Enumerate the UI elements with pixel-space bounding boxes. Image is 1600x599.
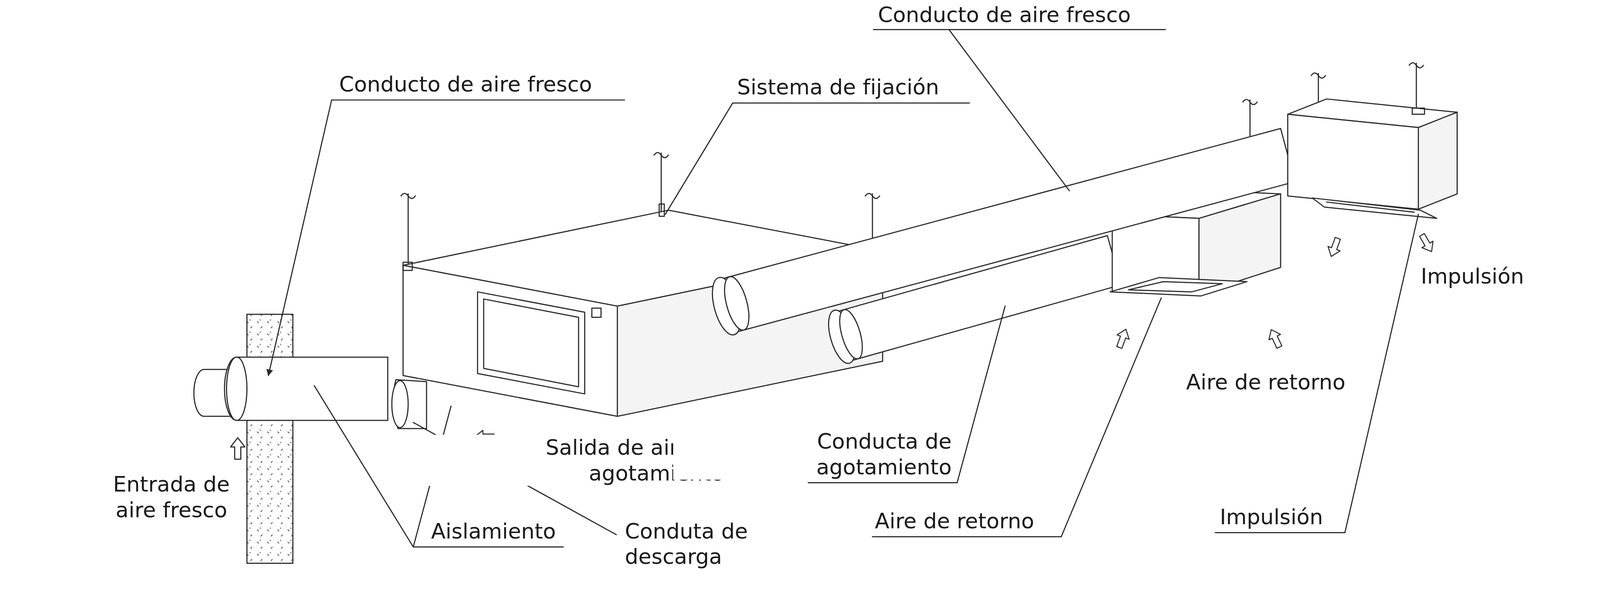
ventilation-unit-part bbox=[477, 291, 585, 394]
exhaust-elbow-part bbox=[391, 380, 409, 428]
part-label: Conduta de descarga bbox=[622, 518, 854, 570]
return-box-part bbox=[1110, 277, 1248, 296]
flow-arrows-part bbox=[1325, 236, 1344, 259]
fresh-air-inlet-duct-part bbox=[226, 357, 248, 421]
supply-box-part bbox=[1326, 201, 1415, 212]
ventilation-unit-part bbox=[591, 307, 601, 317]
supply-box-part bbox=[1418, 112, 1458, 210]
fresh-air-inlet-duct-part bbox=[224, 357, 389, 421]
supply-box bbox=[1287, 98, 1458, 219]
leader-lines-part bbox=[268, 100, 332, 376]
leader-lines-part bbox=[872, 297, 1162, 537]
supply-box-part bbox=[1412, 108, 1425, 115]
leader-lines-part bbox=[665, 102, 970, 215]
ventilation-unit-part bbox=[483, 299, 579, 387]
part-label: Aire de retorno bbox=[872, 508, 1037, 534]
hanger-rods-part bbox=[1242, 99, 1258, 137]
ventilation-unit-part bbox=[659, 203, 665, 217]
ventilation-unit-part bbox=[403, 265, 618, 417]
part-label: Conducta de agotamiento bbox=[673, 428, 955, 480]
flow-arrows-part bbox=[1416, 231, 1438, 255]
part-label: Aire de retorno bbox=[1183, 369, 1348, 395]
hanger-rods-part bbox=[653, 152, 669, 212]
leader-lines-part bbox=[873, 29, 1165, 191]
leader-lines-part bbox=[331, 99, 625, 101]
fresh-air-duct-part bbox=[719, 128, 1295, 333]
fresh-air-inlet-duct bbox=[194, 357, 389, 421]
part-label: Entrada de aire fresco bbox=[110, 471, 233, 523]
flow-arrows-part bbox=[230, 437, 246, 459]
part-label: Conducto de aire fresco bbox=[336, 71, 595, 97]
fresh-air-duct bbox=[707, 128, 1295, 338]
flow-arrows-part bbox=[1265, 326, 1286, 350]
supply-box-part bbox=[1287, 114, 1419, 210]
hanger-rods-part bbox=[401, 193, 416, 268]
part-label: Impulsión bbox=[1217, 504, 1326, 530]
return-box-part bbox=[1198, 194, 1281, 295]
part-label: Conducto de aire fresco bbox=[875, 2, 1134, 28]
part-label: Aislamiento bbox=[428, 518, 559, 544]
return-box-part bbox=[1128, 281, 1223, 292]
wall-column-part bbox=[247, 314, 293, 563]
ventilation-unit-part bbox=[403, 262, 413, 271]
flow-arrows-part bbox=[1113, 327, 1132, 350]
part-label: Impulsión bbox=[1418, 263, 1527, 289]
exhaust-elbow bbox=[391, 379, 427, 429]
part-label: Sistema de fijación bbox=[734, 74, 942, 100]
leader-lines bbox=[268, 29, 1419, 547]
wall-column bbox=[247, 314, 293, 563]
exhaust-duct-part bbox=[835, 307, 868, 362]
fresh-air-duct-part bbox=[719, 274, 754, 333]
flow-arrows bbox=[230, 231, 1438, 460]
